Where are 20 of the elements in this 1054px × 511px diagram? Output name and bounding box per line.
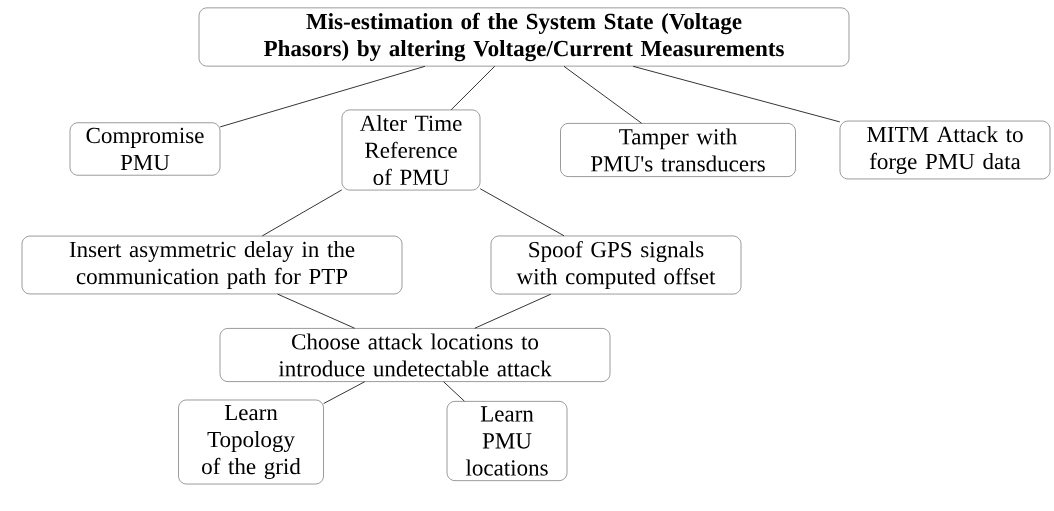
process-box: Insert asymmetric delay in the communication path for PTP [21,235,403,295]
process-box: Learn PMU locations [446,401,568,481]
process-box: Compromise PMU [69,122,221,176]
process-box: Choose attack locations to introduce undetectable attack [219,328,611,382]
process-box: Spoof GPS signals with computed offset [490,235,742,295]
connector-line [479,188,565,237]
connector-line [443,381,465,402]
process-box: MITM Attack to forge PMU data [839,120,1051,180]
process-box: Learn Topology of the grid [178,399,324,485]
connector-line [261,189,343,237]
title-box: Mis-estimation of the System State (Voltage Phasors) by altering Voltage/Current Measurements [198,7,850,67]
process-box: Alter Time Reference of PMU [341,109,481,191]
connector-line [474,293,552,329]
connector-line [323,381,365,404]
connector-line [632,65,841,123]
connector-line [450,65,496,111]
connector-line [277,293,355,329]
connector-line [219,65,426,128]
connector-line [563,65,642,124]
process-box: Tamper with PMU's transducers [560,123,796,177]
